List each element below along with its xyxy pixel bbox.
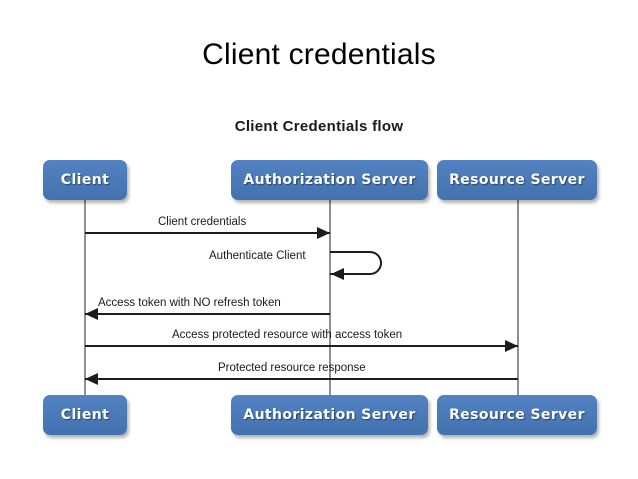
participant-box-authorization-server-bottom[interactable]: Authorization Server xyxy=(231,395,428,435)
message-arrowhead-3 xyxy=(85,308,98,320)
lifeline-resource-server xyxy=(517,200,519,400)
participant-box-resource-server-bottom[interactable]: Resource Server xyxy=(437,395,597,435)
message-label-4: Access protected resource with access to… xyxy=(172,329,403,341)
participant-box-resource-server-top[interactable]: Resource Server xyxy=(437,160,597,200)
message-label-5: Protected resource response xyxy=(218,362,366,374)
message-label-1: Client credentials xyxy=(158,216,247,228)
sequence-diagram: Client Credentials flow Client Authoriza… xyxy=(0,108,638,448)
participant-box-client-bottom[interactable]: Client xyxy=(43,395,127,435)
diagram-title: Client Credentials flow xyxy=(234,118,404,135)
message-line-4 xyxy=(85,345,518,347)
lifeline-client xyxy=(84,200,86,400)
participant-label-resource-server-bottom: Resource Server xyxy=(449,407,585,423)
participant-label-authorization-server-bottom: Authorization Server xyxy=(243,407,416,423)
message-label-2: Authenticate Client xyxy=(209,250,306,262)
participant-label-client-top: Client xyxy=(60,172,110,188)
message-arrowhead-4 xyxy=(505,340,518,352)
participant-label-resource-server-top: Resource Server xyxy=(449,172,585,188)
page-title: Client credentials xyxy=(202,38,436,71)
participant-label-client-bottom: Client xyxy=(60,407,110,423)
message-arrowhead-5 xyxy=(85,373,98,385)
message-self-loop-2 xyxy=(330,251,382,275)
participant-box-authorization-server-top[interactable]: Authorization Server xyxy=(231,160,428,200)
participant-box-client-top[interactable]: Client xyxy=(43,160,127,200)
message-arrowhead-1 xyxy=(317,227,330,239)
message-line-1 xyxy=(85,232,330,234)
message-label-3: Access token with NO refresh token xyxy=(98,297,281,309)
message-arrowhead-2 xyxy=(331,268,344,280)
participant-label-authorization-server-top: Authorization Server xyxy=(243,172,416,188)
message-line-5 xyxy=(85,378,518,380)
lifeline-authorization-server xyxy=(329,200,331,400)
message-line-3 xyxy=(85,313,330,315)
